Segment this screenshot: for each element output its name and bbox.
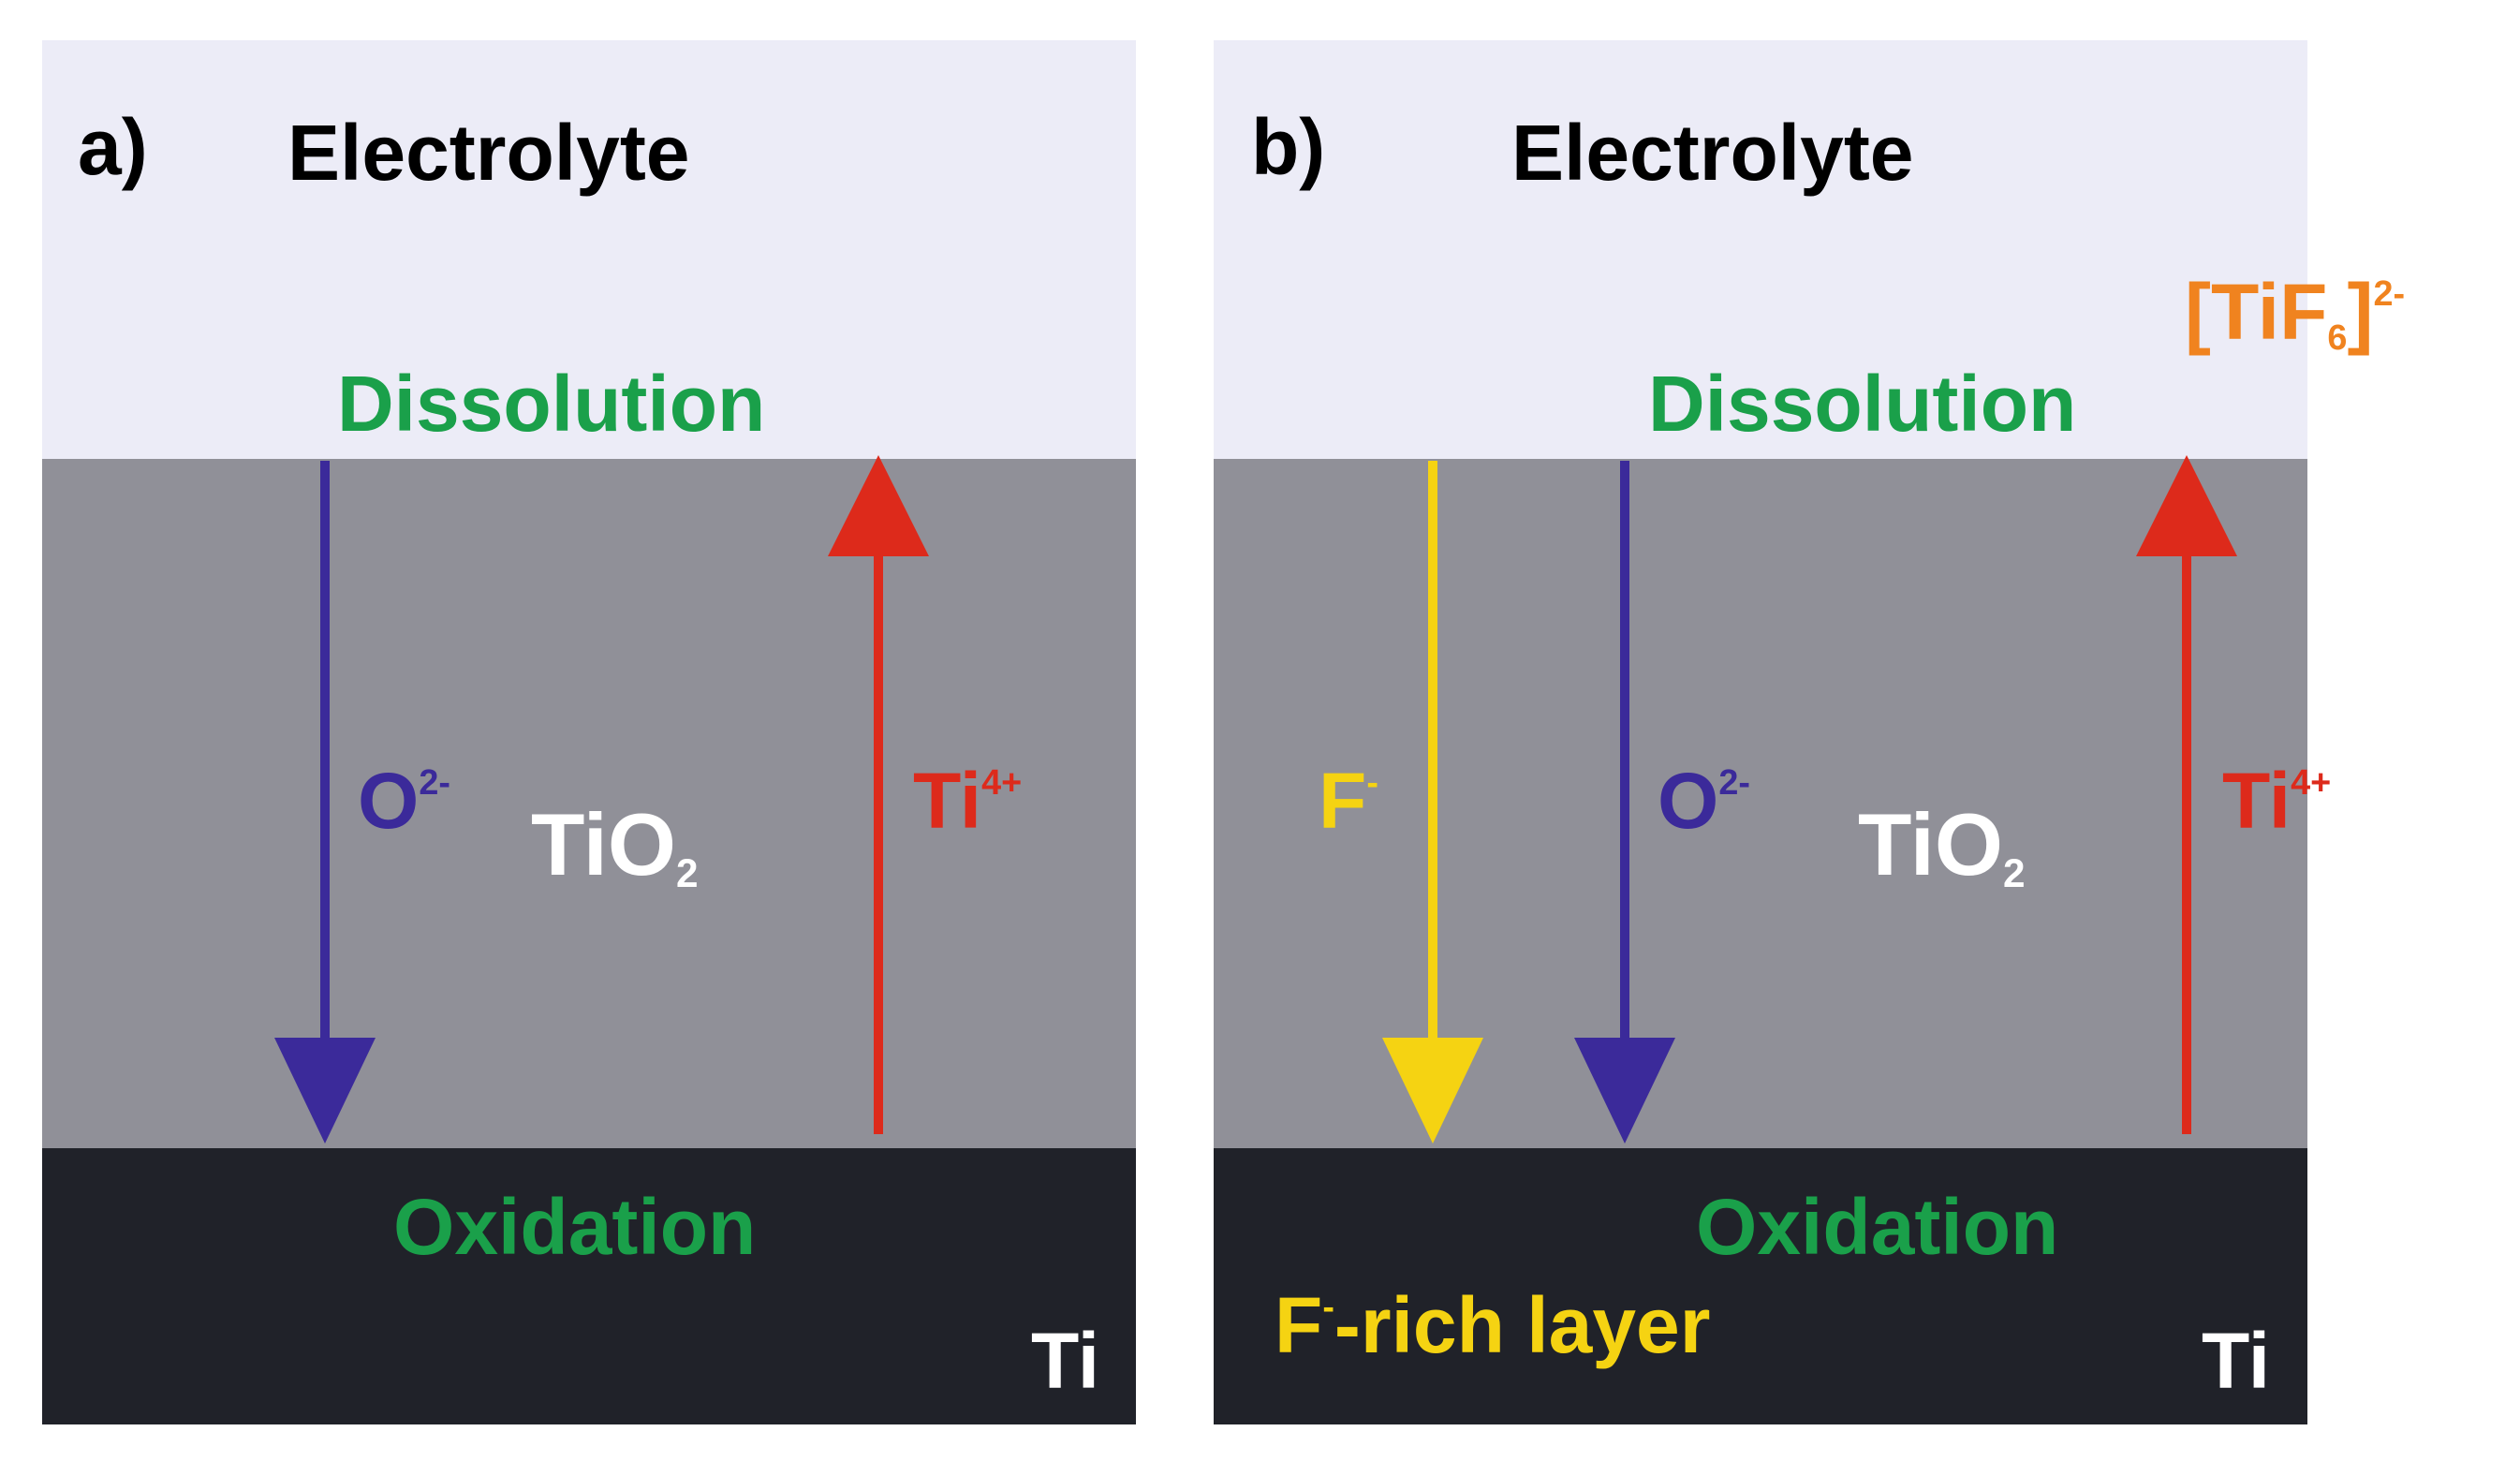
titanium-ion-base: Ti bbox=[2222, 757, 2292, 845]
titanium-ion-label: Ti4+ bbox=[2222, 761, 2331, 840]
electrolyte-layer bbox=[1214, 40, 2307, 459]
complex-ion-charge: 2- bbox=[2373, 274, 2406, 315]
electrolyte-label: Electrolyte bbox=[1511, 109, 1914, 197]
oxygen-ion-charge: 2- bbox=[1718, 763, 1750, 804]
oxygen-ion-base: O bbox=[358, 757, 420, 845]
fluoride-ion-arrow bbox=[1382, 461, 1483, 1144]
oxide-formula-subscript: 2 bbox=[675, 850, 699, 895]
metal-layer bbox=[42, 1148, 1136, 1424]
electrolyte-layer bbox=[42, 40, 1136, 459]
panel-a: a) Electrolyte Dissolution O2- TiO2 Ti4+… bbox=[42, 40, 1136, 1424]
oxide-formula-base: TiO bbox=[531, 795, 676, 893]
titanium-ion-base: Ti bbox=[913, 757, 982, 845]
metal-layer bbox=[1214, 1148, 2307, 1424]
electrolyte-label: Electrolyte bbox=[287, 109, 690, 197]
oxidation-label: Oxidation bbox=[393, 1183, 757, 1271]
oxygen-ion-label: O2- bbox=[358, 761, 450, 840]
complex-ion-bracket: ] bbox=[2347, 268, 2374, 356]
dissolution-label: Dissolution bbox=[1648, 360, 2077, 448]
titanium-ion-arrow bbox=[828, 455, 929, 1134]
fluoride-ion-charge: - bbox=[1366, 763, 1378, 804]
metal-label: Ti bbox=[1031, 1317, 1100, 1405]
panel-label: b) bbox=[1251, 103, 1326, 191]
dissolution-label: Dissolution bbox=[337, 360, 766, 448]
panel-b: b) Electrolyte Dissolution [TiF6]2- F- O… bbox=[1214, 40, 2405, 1424]
oxygen-ion-charge: 2- bbox=[419, 763, 450, 804]
oxide-formula: TiO2 bbox=[1858, 801, 2025, 893]
metal-label: Ti bbox=[2202, 1317, 2271, 1405]
complex-ion-subscript: 6 bbox=[2327, 318, 2348, 359]
oxygen-ion-arrow bbox=[274, 461, 376, 1144]
oxide-layer bbox=[1214, 459, 2307, 1148]
oxide-formula: TiO2 bbox=[531, 801, 698, 893]
titanium-ion-charge: 4+ bbox=[981, 763, 1023, 804]
titanium-ion-arrow bbox=[2136, 455, 2237, 1134]
fluoride-rich-layer-text: -rich layer bbox=[1334, 1281, 1711, 1369]
complex-ion-base: [TiF bbox=[2185, 268, 2328, 356]
oxygen-ion-label: O2- bbox=[1658, 761, 1750, 840]
oxygen-ion-base: O bbox=[1658, 757, 1719, 845]
panel-label: a) bbox=[78, 103, 148, 191]
fluoride-rich-layer-label: F--rich layer bbox=[1275, 1286, 1710, 1365]
titanium-ion-charge: 4+ bbox=[2291, 763, 2332, 804]
oxide-formula-subscript: 2 bbox=[2002, 850, 2026, 895]
oxide-layer bbox=[42, 459, 1136, 1148]
titanium-ion-label: Ti4+ bbox=[913, 761, 1022, 840]
oxide-formula-base: TiO bbox=[1858, 795, 2003, 893]
complex-ion-label: [TiF6]2- bbox=[2185, 273, 2406, 356]
fluoride-ion-base: F bbox=[1319, 757, 1367, 845]
oxygen-ion-arrow bbox=[1574, 461, 1675, 1144]
oxidation-label: Oxidation bbox=[1696, 1183, 2059, 1271]
fluoride-ion-label: F- bbox=[1319, 761, 1378, 840]
fluoride-rich-layer-base: F bbox=[1275, 1281, 1323, 1369]
fluoride-rich-layer-charge: - bbox=[1322, 1288, 1334, 1328]
